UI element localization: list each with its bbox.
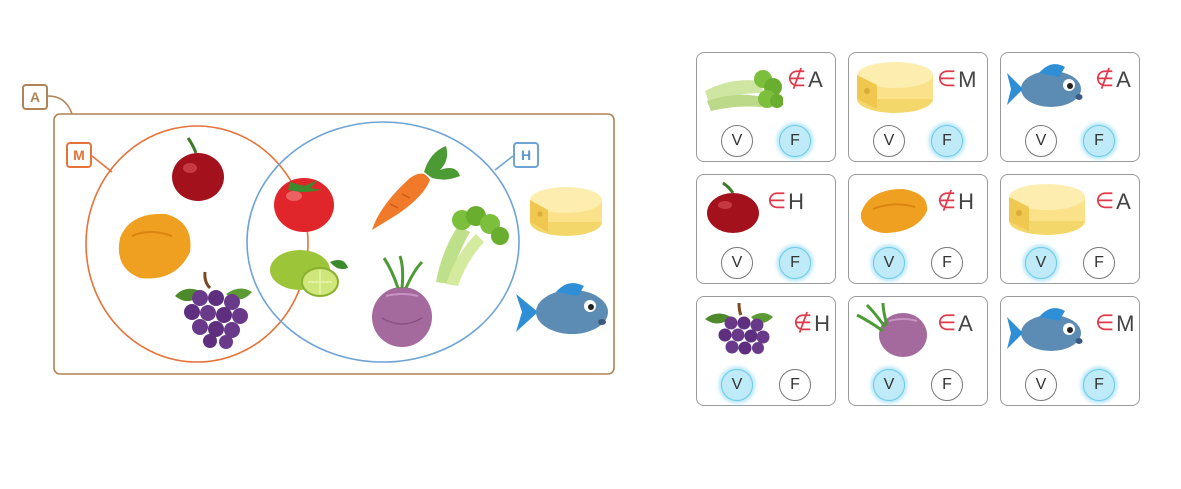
- false-button[interactable]: F: [779, 125, 811, 157]
- false-button[interactable]: F: [931, 247, 963, 279]
- true-button[interactable]: V: [721, 369, 753, 401]
- onion-icon: [372, 255, 432, 347]
- fish-icon: [516, 283, 608, 334]
- universe-label: A: [22, 84, 48, 110]
- set-name: A: [1116, 189, 1131, 214]
- papaya-icon: [118, 213, 191, 279]
- grapes-icon: [705, 302, 773, 355]
- membership-relation: ∉H: [937, 191, 974, 213]
- membership-relation: ∈A: [937, 313, 973, 335]
- set-m-label-connector: [91, 155, 113, 173]
- membership-relation: ∉A: [787, 69, 823, 91]
- cheese-icon: [1009, 184, 1085, 235]
- not-element-of-symbol: ∉: [787, 67, 807, 92]
- false-button[interactable]: F: [931, 125, 963, 157]
- set-name: M: [1116, 311, 1135, 336]
- false-button[interactable]: F: [1083, 125, 1115, 157]
- set-name: A: [808, 67, 823, 92]
- set-name: H: [958, 189, 975, 214]
- true-button[interactable]: V: [721, 125, 753, 157]
- element-of-symbol: ∈: [767, 189, 787, 214]
- true-button[interactable]: V: [1025, 125, 1057, 157]
- set-h-circle: [246, 121, 520, 363]
- false-button[interactable]: F: [779, 247, 811, 279]
- false-button[interactable]: F: [1083, 247, 1115, 279]
- true-button[interactable]: V: [873, 247, 905, 279]
- element-of-symbol: ∈: [937, 67, 957, 92]
- false-button[interactable]: F: [1083, 369, 1115, 401]
- universe-label-connector: [47, 95, 73, 115]
- element-of-symbol: ∈: [937, 311, 957, 336]
- element-of-symbol: ∈: [1095, 311, 1115, 336]
- membership-relation: ∉A: [1095, 69, 1131, 91]
- membership-relation: ∈M: [1095, 313, 1135, 335]
- tomato-icon: [274, 178, 334, 232]
- cherry-icon: [707, 181, 759, 233]
- fish-icon: [1007, 64, 1083, 107]
- lime-icon: [270, 250, 348, 297]
- universe-rectangle: [53, 113, 615, 375]
- set-name: H: [788, 189, 805, 214]
- membership-relation: ∈M: [937, 69, 977, 91]
- cheese-icon: [857, 62, 933, 113]
- set-h-label: H: [513, 142, 539, 168]
- celery-icon: [436, 206, 509, 286]
- carrot-icon: [372, 146, 460, 230]
- set-name: A: [1116, 67, 1131, 92]
- cheese-icon: [530, 187, 602, 236]
- grapes-icon: [175, 271, 252, 349]
- set-h-label-connector: [494, 155, 514, 171]
- true-button[interactable]: V: [1025, 247, 1057, 279]
- papaya-icon: [860, 189, 928, 233]
- true-button[interactable]: V: [873, 125, 905, 157]
- membership-relation: ∈A: [1095, 191, 1131, 213]
- membership-relation: ∈H: [767, 191, 804, 213]
- fish-icon: [1007, 308, 1083, 351]
- true-button[interactable]: V: [873, 369, 905, 401]
- set-name: H: [814, 311, 831, 336]
- venn-diagram: [47, 95, 615, 375]
- set-name: M: [958, 67, 977, 92]
- set-m-label: M: [66, 142, 92, 168]
- false-button[interactable]: F: [931, 369, 963, 401]
- false-button[interactable]: F: [779, 369, 811, 401]
- membership-relation: ∉H: [793, 313, 830, 335]
- not-element-of-symbol: ∉: [793, 311, 813, 336]
- cherry-icon: [172, 137, 224, 201]
- element-of-symbol: ∈: [1095, 189, 1115, 214]
- not-element-of-symbol: ∉: [937, 189, 957, 214]
- celery-icon: [705, 70, 783, 111]
- set-m-circle: [85, 125, 309, 363]
- not-element-of-symbol: ∉: [1095, 67, 1115, 92]
- true-button[interactable]: V: [1025, 369, 1057, 401]
- true-button[interactable]: V: [721, 247, 753, 279]
- set-name: A: [958, 311, 973, 336]
- onion-icon: [856, 302, 927, 357]
